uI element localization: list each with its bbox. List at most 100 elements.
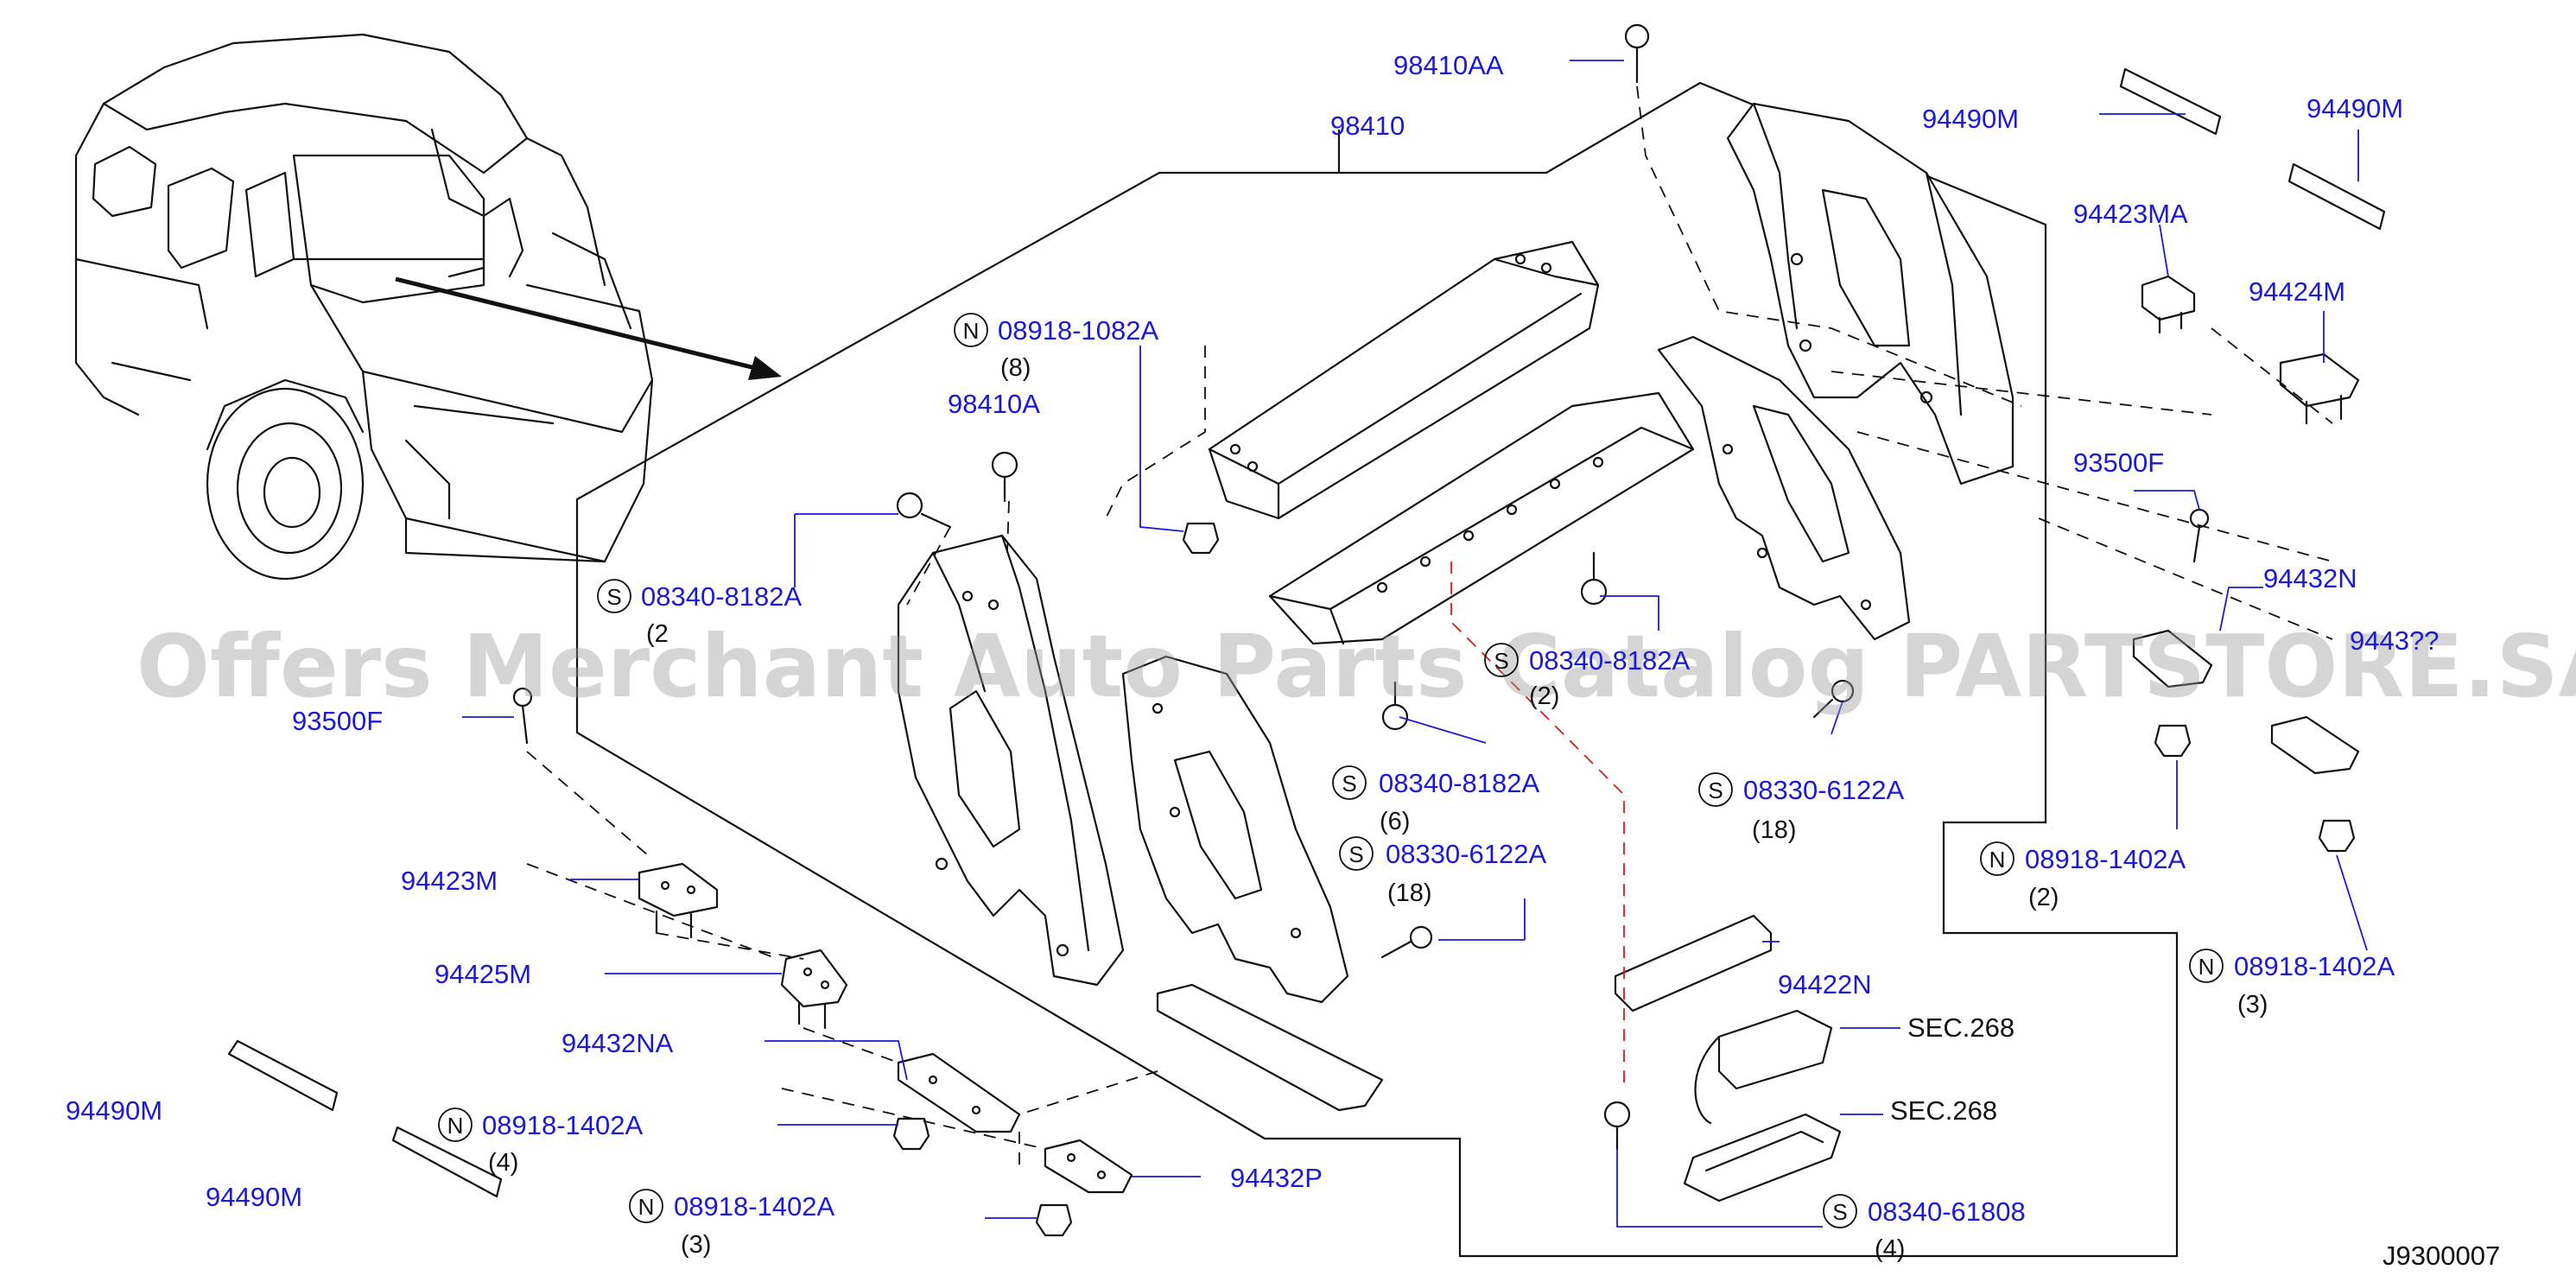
- bolt-08340-61808: [1603, 1101, 1631, 1151]
- stop-lamp-assembly: [1694, 1009, 1833, 1125]
- callout-08340-8182A-lower[interactable]: S 08340-8182A (6): [1332, 765, 1539, 835]
- callout-08918-1402A-bottom[interactable]: N 08918-1402A (3): [629, 1189, 834, 1259]
- callout-98410A[interactable]: 98410A: [948, 389, 1040, 419]
- svg-text:08918-1402A: 08918-1402A: [2234, 951, 2395, 981]
- watermark: Offers Merchant Auto Parts Catalog PARTS…: [136, 616, 2576, 717]
- svg-text:(8): (8): [1000, 354, 1031, 382]
- callout-94490M-a[interactable]: 94490M: [1922, 104, 2019, 134]
- left-outer-pillar: [897, 534, 1125, 987]
- callout-08918-1402A-far-right[interactable]: N 08918-1402A (3): [2189, 949, 2395, 1019]
- callout-94424M[interactable]: 94424M: [2249, 276, 2345, 307]
- red-guide-line: [1450, 562, 1625, 1088]
- strip-94490M-left-lower: [391, 1126, 503, 1198]
- screw-08330-6122A-lower: [1380, 925, 1433, 959]
- svg-text:08918-1402A: 08918-1402A: [2025, 844, 2186, 874]
- callout-08918-1082A[interactable]: N 08918-1082A (8): [954, 313, 1158, 382]
- callout-sec268-b[interactable]: SEC.268: [1890, 1095, 1997, 1126]
- stop-lamp-bracket-94422N: [1614, 914, 1773, 1012]
- svg-text:(18): (18): [1387, 879, 1432, 907]
- right-inner-pillar: [1657, 335, 1911, 641]
- callout-94423MA[interactable]: 94423MA: [2073, 199, 2188, 229]
- callout-94432NA[interactable]: 94432NA: [562, 1028, 674, 1058]
- bolt-08340-8182A-upper: [896, 492, 952, 529]
- svg-text:N: N: [1989, 847, 2006, 873]
- bolt-08340-8182A-center: [1381, 681, 1409, 731]
- svg-text:08340-8182A: 08340-8182A: [1529, 645, 1690, 676]
- svg-text:(2): (2): [2028, 884, 2059, 911]
- svg-text:S: S: [1708, 777, 1723, 803]
- callout-94432P[interactable]: 94432P: [1230, 1163, 1323, 1193]
- callout-08330-6122A-left[interactable]: S 08330-6122A (18): [1339, 836, 1546, 907]
- bracket-94432N: [2132, 629, 2213, 689]
- callout-98410AA[interactable]: 98410AA: [1393, 50, 1504, 80]
- bracket-94423M: [638, 862, 719, 939]
- callout-94422N[interactable]: 94422N: [1778, 969, 1872, 1000]
- right-outer-pillar: [1726, 102, 2014, 486]
- svg-text:(18): (18): [1752, 816, 1797, 844]
- guide-lines: [526, 86, 2333, 1166]
- bolt-98410AA: [1624, 23, 1650, 84]
- callout-labels: 98410AA 98410 94490M 94490M 94423MA 9442…: [66, 50, 2500, 1271]
- bolt-08340-8182A-rightcenter: [1580, 551, 1608, 606]
- callout-94490M-c[interactable]: 94490M: [66, 1095, 162, 1126]
- svg-text:08330-6122A: 08330-6122A: [1743, 775, 1904, 805]
- callout-08340-61808[interactable]: S 08340-61808 (4): [1823, 1194, 2026, 1263]
- callout-9443-right[interactable]: 9443??: [2350, 625, 2439, 656]
- callout-94490M-d[interactable]: 94490M: [206, 1182, 302, 1212]
- rail-inner-panel: [1268, 391, 1695, 645]
- bracket-94425M: [780, 949, 848, 1030]
- callout-98410[interactable]: 98410: [1330, 111, 1405, 141]
- svg-text:(2: (2: [646, 620, 669, 648]
- nut-08918-1402A-bottom: [1035, 1203, 1073, 1237]
- svg-text:(3): (3): [681, 1231, 711, 1259]
- strip-94490M-right-lower: [2287, 162, 2386, 231]
- svg-text:S: S: [1348, 841, 1363, 867]
- clip-98410A: [991, 451, 1018, 503]
- hook-93500F-left: [512, 687, 533, 745]
- hook-93500F-right: [2189, 508, 2210, 563]
- stop-lamp-lens: [1683, 1113, 1842, 1203]
- nut-08918-1082A: [1182, 522, 1220, 555]
- callout-08330-6122A-right[interactable]: S 08330-6122A (18): [1698, 772, 1904, 844]
- rail-cover-panel: [1208, 240, 1600, 520]
- svg-text:08918-1402A: 08918-1402A: [482, 1110, 643, 1140]
- strip-94490M-left-upper: [227, 1039, 339, 1112]
- callout-08340-8182A-left[interactable]: S 08340-8182A (2: [597, 579, 802, 648]
- callout-08340-8182A-center[interactable]: S 08340-8182A (2): [1484, 643, 1690, 710]
- nut-08918-1402A-right: [2154, 724, 2192, 758]
- svg-text:S: S: [1342, 771, 1356, 796]
- callout-sec268-a[interactable]: SEC.268: [1907, 1012, 2014, 1043]
- nut-08918-1402A-far-right: [2318, 819, 2356, 853]
- svg-text:(2): (2): [1529, 682, 1559, 710]
- svg-text:N: N: [963, 318, 980, 344]
- svg-text:(4): (4): [1875, 1235, 1905, 1263]
- callout-08918-1402A-left[interactable]: N 08918-1402A (4): [438, 1107, 643, 1177]
- svg-text:08330-6122A: 08330-6122A: [1386, 839, 1546, 869]
- callout-94432N[interactable]: 94432N: [2263, 563, 2357, 593]
- bracket-9443-right: [2270, 715, 2360, 775]
- callout-93500F-left[interactable]: 93500F: [292, 706, 383, 736]
- callout-94423M[interactable]: 94423M: [401, 866, 498, 896]
- svg-text:S: S: [1494, 648, 1508, 674]
- svg-text:(4): (4): [488, 1149, 518, 1177]
- svg-text:08918-1082A: 08918-1082A: [998, 315, 1158, 346]
- diagram-code: J9300007: [2382, 1241, 2500, 1271]
- svg-text:08340-8182A: 08340-8182A: [641, 581, 802, 612]
- left-inner-pillar: [1121, 655, 1349, 1004]
- bracket-94432P: [1044, 1139, 1133, 1194]
- bracket-94432NA: [897, 1052, 1021, 1133]
- vehicle-illustration: [74, 33, 782, 581]
- callout-08918-1402A-right[interactable]: N 08918-1402A (2): [1980, 841, 2186, 911]
- svg-text:08918-1402A: 08918-1402A: [674, 1191, 834, 1222]
- callout-94490M-b[interactable]: 94490M: [2306, 93, 2403, 124]
- bracket-94424M: [2279, 352, 2360, 425]
- bracket-94423MA: [2141, 275, 2196, 334]
- callout-94425M[interactable]: 94425M: [435, 959, 531, 989]
- callout-93500F-right[interactable]: 93500F: [2073, 447, 2164, 478]
- svg-text:08340-61808: 08340-61808: [1868, 1196, 2026, 1227]
- floor-strip: [1156, 983, 1384, 1112]
- leader-lines: [462, 60, 2368, 1228]
- svg-text:(3): (3): [2237, 991, 2268, 1019]
- group-frame: [575, 81, 2179, 1258]
